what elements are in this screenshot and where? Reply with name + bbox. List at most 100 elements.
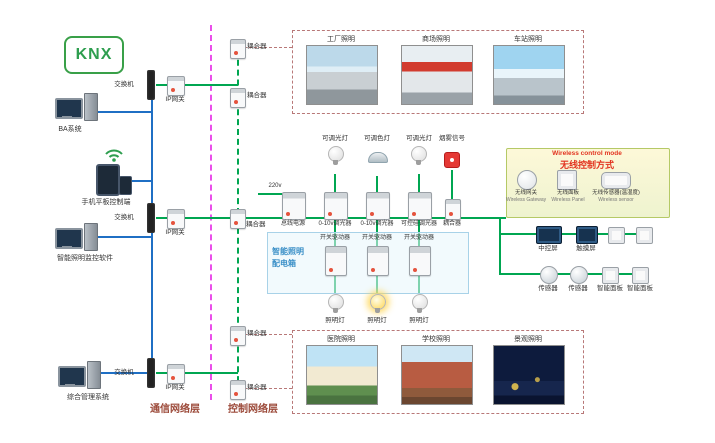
color-lamp-icon bbox=[368, 152, 388, 163]
dimmable-lamp-icon-2 bbox=[411, 146, 427, 165]
monitor-computer-tower bbox=[84, 223, 98, 251]
coupler-1-icon bbox=[230, 39, 246, 59]
coupler-2-icon bbox=[230, 88, 246, 108]
coupler4-to-scenes-link bbox=[244, 334, 292, 335]
ip-gateway-2-icon bbox=[167, 209, 185, 229]
knx-logo: KNX bbox=[64, 36, 124, 74]
wall-panel-icon-2 bbox=[636, 227, 653, 244]
fixture-top-label-3: 可调光灯 bbox=[406, 135, 432, 142]
switch-driver-icon-2 bbox=[367, 246, 389, 276]
wall-panel-icon-1 bbox=[608, 227, 625, 244]
wireless-gateway-icon bbox=[517, 170, 537, 190]
wireless-panel-icon bbox=[557, 170, 577, 190]
scene-photo-hospital bbox=[306, 345, 378, 405]
terminal-label-management: 综合管理系统 bbox=[67, 394, 109, 401]
fixture-bottom-label-3: 照明灯 bbox=[409, 317, 429, 324]
cabinet-title-line2: 配电箱 bbox=[272, 259, 296, 268]
switch-3-label: 交换机 bbox=[114, 369, 134, 376]
mains-power-label: 220v bbox=[268, 183, 282, 189]
lamp-icon-2 bbox=[370, 294, 386, 313]
wireless-sensor-label-en: Wireless sensor bbox=[598, 197, 634, 203]
scene-bottom-label-3: 景观照明 bbox=[514, 336, 542, 343]
scene-box-top bbox=[292, 30, 584, 114]
phone-icon bbox=[119, 176, 132, 195]
coupler-3-label: 耦合器 bbox=[246, 221, 266, 228]
driver-label-1: 开关驱动器 bbox=[319, 235, 350, 241]
mains-power-line bbox=[258, 193, 282, 195]
wireless-sensor-icon bbox=[601, 172, 631, 189]
knx-logo-text: KNX bbox=[75, 46, 113, 63]
smart-panel-label-1: 智能面板 bbox=[597, 285, 623, 292]
scr-dimmer-module-icon bbox=[408, 192, 432, 220]
coupler5-to-scenes-link bbox=[244, 388, 292, 389]
scene-photo-landscape bbox=[493, 345, 565, 405]
coupler-4-label: 耦合器 bbox=[247, 330, 267, 337]
wireless-gateway-label: 无线网关 bbox=[514, 190, 537, 196]
smart-panel-label-2: 智能面板 bbox=[627, 285, 653, 292]
central-control-screen-label: 中控屏 bbox=[538, 245, 558, 252]
coupler-5-icon bbox=[230, 380, 246, 400]
ip-gateway-2-label: IP网关 bbox=[165, 229, 185, 236]
terminal-label-monitor: 智能照明监控软件 bbox=[57, 255, 113, 262]
switch-driver-icon-1 bbox=[325, 246, 347, 276]
lan-link-management bbox=[96, 372, 152, 374]
wireless-sensor-label: 无线传感器(温湿度) bbox=[592, 190, 640, 196]
sensor-label-2: 传感器 bbox=[568, 285, 588, 292]
right-branch-line bbox=[499, 217, 501, 275]
coupler-4-icon bbox=[230, 326, 246, 346]
fixture-top-label-2: 可调色灯 bbox=[364, 135, 390, 142]
fixture-top-label-4: 烟雾信号 bbox=[439, 135, 465, 142]
coupler1-to-scenes-link bbox=[244, 47, 292, 48]
wireless-gateway-label-en: Wireless Gateway bbox=[505, 197, 547, 203]
fixture-bottom-label-2: 照明灯 bbox=[367, 317, 387, 324]
scene-top-label-3: 车站照明 bbox=[514, 36, 542, 43]
switch-2-label: 交换机 bbox=[114, 214, 134, 221]
scene-bottom-label-2: 学校照明 bbox=[422, 336, 450, 343]
drop-lamp-2 bbox=[376, 176, 378, 194]
dimmer-module-1-icon bbox=[324, 192, 348, 220]
bus-module-label-4: 可控硅调光器 bbox=[400, 221, 437, 227]
smart-panel-icon-1 bbox=[602, 267, 619, 284]
ba-computer-tower bbox=[84, 93, 98, 121]
switch-1-label: 交换机 bbox=[114, 81, 134, 88]
drop-lamp-1 bbox=[334, 174, 336, 194]
layer-divider-line bbox=[210, 25, 212, 400]
fixture-top-label-1: 可调光灯 bbox=[322, 135, 348, 142]
scene-photo-mall bbox=[401, 45, 473, 105]
right-row1-line bbox=[499, 233, 649, 235]
wifi-icon bbox=[105, 149, 123, 162]
lamp-icon-3 bbox=[412, 294, 428, 313]
bus-module-label-1: 总线电源 bbox=[280, 221, 305, 227]
sensor-icon-1 bbox=[540, 266, 558, 284]
scene-top-label-1: 工厂照明 bbox=[327, 36, 355, 43]
wireless-title-en: Wireless control mode bbox=[552, 150, 622, 157]
lan-link-monitor bbox=[96, 236, 152, 238]
coupler-5-label: 耦合器 bbox=[247, 384, 267, 391]
switch-3-icon bbox=[147, 358, 155, 388]
ba-computer-stand bbox=[62, 116, 72, 119]
sensor-label-1: 传感器 bbox=[538, 285, 558, 292]
scene-photo-station bbox=[493, 45, 565, 105]
ip-gateway-1-icon bbox=[167, 76, 185, 96]
management-computer-stand bbox=[65, 384, 75, 387]
driver-label-3: 开关驱动器 bbox=[403, 235, 434, 241]
ip-gateway-1-label: IP网关 bbox=[165, 96, 185, 103]
cabinet-title-line1: 智能照明 bbox=[272, 247, 304, 256]
dimmable-lamp-icon-1 bbox=[328, 146, 344, 165]
coupler-2-label: 耦合器 bbox=[247, 92, 267, 99]
tablet-icon bbox=[96, 164, 120, 196]
drop-smoke bbox=[451, 170, 453, 200]
drop-lamp-3 bbox=[418, 174, 420, 194]
touch-screen-label: 触摸屏 bbox=[576, 245, 596, 252]
switch-1-icon bbox=[147, 70, 155, 100]
terminal-label-mobile: 手机平板控制端 bbox=[81, 199, 131, 206]
central-control-screen-icon bbox=[536, 226, 562, 244]
lan-link-ba bbox=[92, 111, 152, 113]
switch-2-icon bbox=[147, 203, 155, 233]
scene-top-label-2: 商场照明 bbox=[422, 36, 450, 43]
terminal-label-ba: BA系统 bbox=[58, 126, 82, 133]
coupler-1-label: 耦合器 bbox=[247, 43, 267, 50]
smart-panel-icon-2 bbox=[632, 267, 649, 284]
touch-screen-icon bbox=[576, 226, 598, 244]
